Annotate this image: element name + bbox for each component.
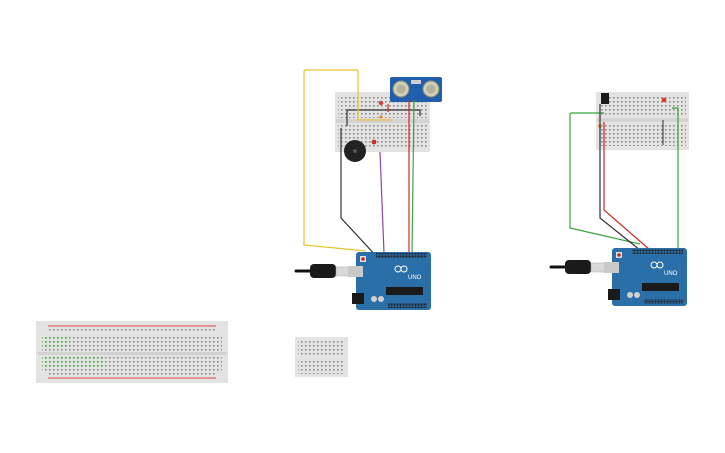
circuit-2: UNO — [549, 92, 689, 306]
power-rail-holes-bottom — [48, 372, 216, 376]
wire-purple[interactable] — [379, 151, 385, 254]
arduino-uno-1[interactable]: UNO — [348, 252, 431, 310]
ultrasonic-transducer-right-inner — [426, 84, 436, 94]
buzzer[interactable] — [344, 140, 366, 162]
arduino-2-power-jack — [608, 289, 620, 300]
led-2[interactable] — [379, 115, 383, 119]
ultrasonic-transducer-left-inner — [396, 84, 406, 94]
ultrasonic-crystal — [411, 80, 421, 84]
circuit-1: UNO — [294, 69, 442, 310]
wire-right-black[interactable] — [599, 104, 641, 251]
ultrasonic-sensor[interactable] — [390, 77, 442, 102]
power-rail-holes-top — [48, 328, 216, 332]
arduino-1-header-top — [376, 253, 427, 258]
arduino-1-power-jack — [352, 293, 364, 304]
center-channel — [38, 352, 226, 355]
buzzer-hole — [353, 149, 357, 153]
wire-right-red[interactable] — [603, 122, 651, 251]
arduino-2-chip — [642, 283, 679, 291]
arduino-2-label: UNO — [664, 271, 678, 277]
breadboard-mini[interactable] — [295, 337, 348, 377]
arduino-2-board — [612, 248, 687, 306]
arduino-1-capacitor-1 — [371, 296, 377, 302]
arduino-2-capacitor-2 — [634, 292, 640, 298]
terminal-holes-lower-highlight — [42, 356, 104, 368]
arduino-2-usb — [604, 262, 619, 273]
breadboard-half-2-holes-top — [599, 96, 686, 117]
breadboard-half-1-channel — [336, 119, 429, 123]
arduino-1-reset-btn[interactable] — [361, 257, 365, 261]
wire-green[interactable] — [411, 99, 415, 254]
arduino-uno-2[interactable]: UNO — [604, 248, 687, 306]
power-plug-2[interactable] — [549, 260, 606, 274]
arduino-logo-1b — [400, 265, 408, 273]
wire-black[interactable] — [340, 128, 379, 259]
sensor-chip[interactable] — [601, 93, 609, 104]
breadboard-half-2-channel — [597, 118, 688, 122]
terminal-holes-upper-highlight — [42, 336, 70, 348]
arduino-1-capacitor-2 — [378, 296, 384, 302]
breadboard-half-2-holes-bottom — [599, 123, 686, 146]
arduino-1-label: UNO — [408, 275, 422, 281]
breadboard-half-2[interactable] — [596, 92, 689, 150]
arduino-2-capacitor-1 — [627, 292, 633, 298]
arduino-1-board — [356, 252, 431, 310]
wire-right-green-left[interactable] — [569, 112, 641, 245]
breadboard-full[interactable] — [36, 321, 228, 383]
wire-board-black[interactable] — [346, 109, 421, 126]
arduino-1-usb — [348, 266, 363, 277]
breadboard-mini-holes-top — [298, 340, 345, 355]
arduino-2-reset-btn[interactable] — [617, 253, 621, 257]
power-plug-1-body — [310, 264, 336, 278]
breadboard-mini-holes-bottom — [298, 359, 345, 374]
wire-right-green-right[interactable] — [672, 107, 679, 250]
wire-yellow[interactable] — [303, 69, 367, 252]
power-plug-2-body — [565, 260, 591, 274]
arduino-2-header-bottom — [644, 299, 683, 304]
usb-connector-1 — [335, 266, 351, 277]
led-right[interactable] — [661, 97, 667, 103]
led-3[interactable] — [371, 139, 377, 145]
usb-connector-2 — [590, 262, 606, 273]
power-plug-1[interactable] — [294, 264, 351, 278]
led-1[interactable] — [378, 100, 384, 106]
arduino-1-chip — [386, 287, 423, 295]
arduino-2-header-top — [632, 249, 683, 254]
arduino-logo-2b — [656, 261, 664, 269]
arduino-1-header-bottom — [388, 303, 427, 308]
terminal-holes-upper — [42, 336, 222, 352]
